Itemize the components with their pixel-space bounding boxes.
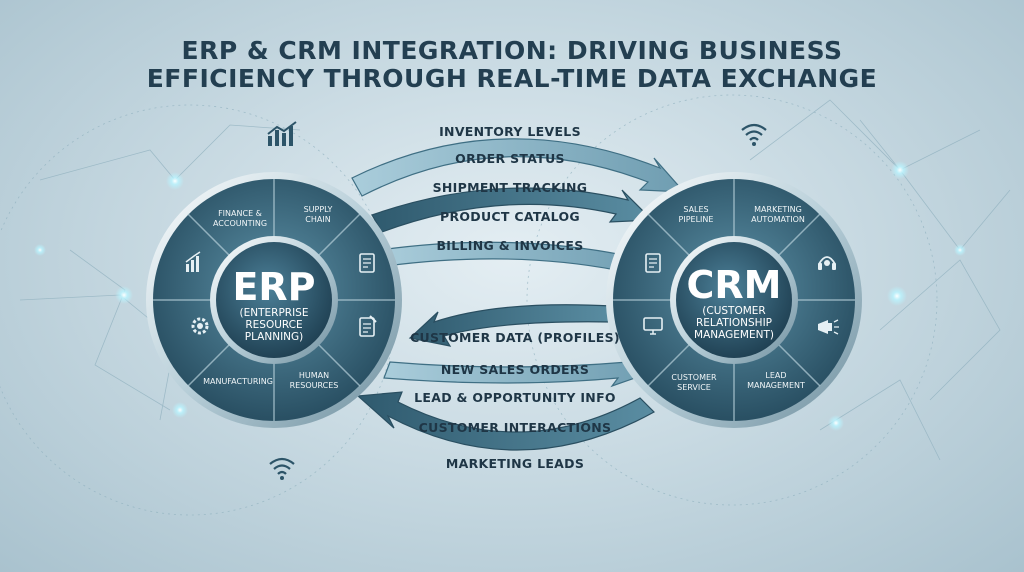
crm-seg-marketing-1: MARKETING [754,205,802,214]
title-line-2: EFFICIENCY THROUGH REAL-TIME DATA EXCHAN… [146,64,878,93]
document-icon [359,253,375,273]
document-icon [645,253,661,273]
erp-to-crm-labels: INVENTORY LEVELS ORDER STATUS SHIPMENT T… [433,124,588,253]
chart-icon [185,251,201,272]
crm-hub: CRM (CUSTOMER RELATIONSHIP MANAGEMENT) S… [606,172,862,428]
erp-full-2: RESOURCE [245,319,302,331]
erp-seg-finance-2: ACCOUNTING [213,219,267,228]
label-catalog: PRODUCT CATALOG [440,209,580,224]
crm-seg-sales-2: PIPELINE [679,215,714,224]
wifi-icon [269,457,295,480]
erp-full-1: (ENTERPRISE [240,307,309,319]
crm-full-2: RELATIONSHIP [696,317,772,329]
label-sales-orders: NEW SALES ORDERS [441,362,589,377]
crm-seg-service-1: CUSTOMER [671,373,717,382]
label-order-status: ORDER STATUS [455,151,565,166]
wifi-icon [741,123,767,146]
glow-dots [34,161,966,431]
headset-icon [818,256,836,270]
arrow-customer-data [408,304,613,347]
erp-seg-supply-2: CHAIN [305,215,330,224]
label-marketing-leads: MARKETING LEADS [446,456,584,471]
arrow-sales-orders [383,351,654,388]
crm-full-3: MANAGEMENT) [694,329,774,341]
monitor-icon [643,317,663,335]
erp-name: ERP [232,265,315,309]
chart-icon [267,121,297,146]
megaphone-icon [818,319,839,335]
erp-full-3: PLANNING) [245,331,304,343]
crm-name: CRM [687,263,782,307]
erp-seg-supply-1: SUPPLY [304,205,333,214]
erp-seg-hr-2: RESOURCES [290,381,339,390]
label-customer-data: CUSTOMER DATA (PROFILES) [410,330,620,345]
erp-hub: ERP (ENTERPRISE RESOURCE PLANNING) FINAN… [146,172,402,428]
crm-seg-service-2: SERVICE [677,383,711,392]
erp-seg-finance-1: FINANCE & [218,209,262,218]
label-billing: BILLING & INVOICES [436,238,583,253]
clipboard-icon [359,315,377,337]
crm-seg-sales-1: SALES [683,205,708,214]
label-lead-info: LEAD & OPPORTUNITY INFO [414,390,616,405]
erp-seg-manufacturing: MANUFACTURING [203,377,273,386]
gear-icon [191,317,209,335]
erp-seg-hr-1: HUMAN [299,371,329,380]
label-shipment: SHIPMENT TRACKING [433,180,588,195]
crm-to-erp-labels: CUSTOMER DATA (PROFILES) NEW SALES ORDER… [410,330,620,471]
crm-seg-marketing-2: AUTOMATION [751,215,805,224]
crm-full-1: (CUSTOMER [702,305,765,317]
data-flow-arrows [351,138,686,451]
title-line-1: ERP & CRM INTEGRATION: DRIVING BUSINESS [181,36,843,65]
crm-seg-lead-2: MANAGEMENT [747,381,805,390]
label-inventory: INVENTORY LEVELS [439,124,581,139]
crm-seg-lead-1: LEAD [765,371,786,380]
label-interactions: CUSTOMER INTERACTIONS [419,420,612,435]
